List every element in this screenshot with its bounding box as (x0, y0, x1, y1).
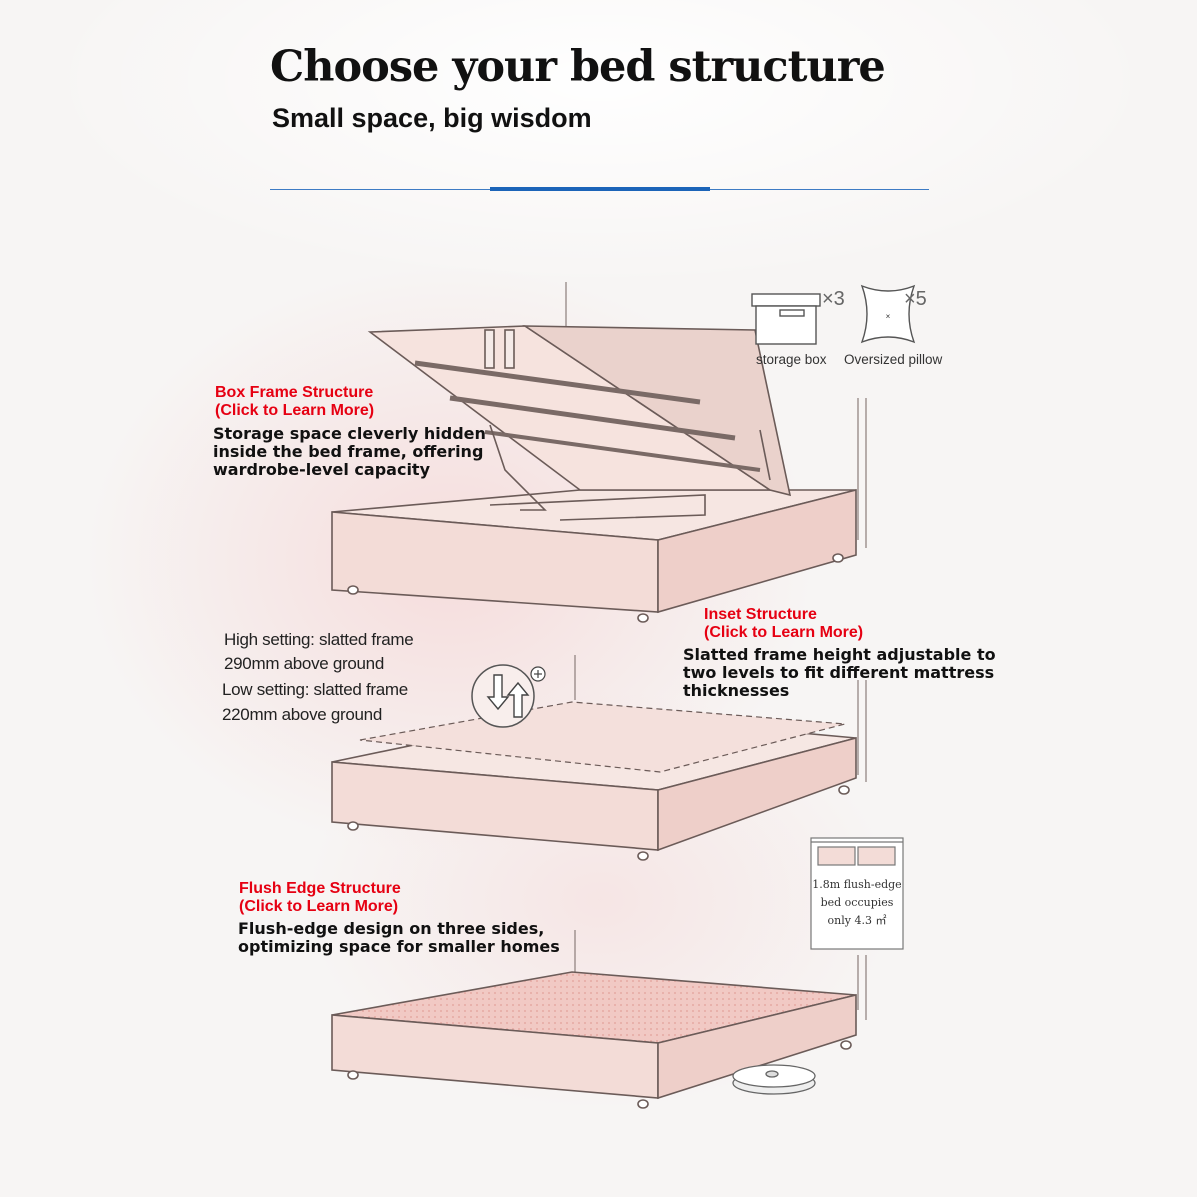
robot-vacuum-icon (732, 1064, 816, 1095)
box-frame-desc-line-1: Storage space cleverly hidden (213, 424, 486, 443)
low-setting-line-1: Low setting: slatted frame (222, 680, 408, 699)
inset-title: Inset Structure (704, 606, 817, 623)
flush-edge-bed-drawing (331, 971, 857, 1109)
area-card-line-1: 1.8m flush-edge (812, 878, 902, 891)
storage-box-icon (751, 293, 821, 345)
inset-learn-more-link[interactable]: (Click to Learn More) (704, 624, 864, 641)
storage-box-label: storage box (756, 352, 827, 367)
area-card-line-3: only 4.3 ㎡ (827, 914, 887, 927)
box-frame-desc-line-2: inside the bed frame, offering (213, 442, 484, 461)
svg-text:×: × (886, 312, 891, 321)
box-frame-learn-more-link[interactable]: (Click to Learn More) (215, 402, 375, 419)
header-divider-accent (490, 187, 710, 191)
wall-lines (565, 282, 867, 1020)
high-setting-line-1: High setting: slatted frame (224, 630, 414, 649)
low-setting-line-2: 220mm above ground (222, 705, 382, 724)
area-card-line-2: bed occupies (820, 896, 894, 909)
area-card-illustration (810, 837, 904, 950)
storage-box-count: ×3 (822, 288, 845, 310)
flush-edge-learn-more-link[interactable]: (Click to Learn More) (239, 898, 399, 915)
inset-desc-line-3: thicknesses (683, 681, 790, 700)
pillow-icon: × (860, 284, 916, 344)
inset-bed-drawing (331, 701, 857, 861)
inset-desc-line-2: two levels to fit different mattress (683, 663, 995, 682)
flush-edge-title: Flush Edge Structure (239, 880, 401, 897)
box-frame-title: Box Frame Structure (215, 384, 374, 401)
inset-desc-line-1: Slatted frame height adjustable to (683, 645, 996, 664)
pillow-count: ×5 (904, 288, 927, 310)
height-adjust-icon (471, 664, 546, 728)
flush-edge-desc-line-2: optimizing space for smaller homes (238, 937, 560, 956)
box-frame-desc-line-3: wardrobe-level capacity (213, 460, 430, 479)
pillow-label: Oversized pillow (844, 352, 943, 367)
flush-edge-desc-line-1: Flush-edge design on three sides, (238, 919, 545, 938)
high-setting-line-2: 290mm above ground (224, 654, 384, 673)
page-title: Choose your bed structure (270, 42, 886, 92)
page-subtitle: Small space, big wisdom (272, 103, 592, 133)
box-frame-bed-drawing (331, 325, 857, 623)
